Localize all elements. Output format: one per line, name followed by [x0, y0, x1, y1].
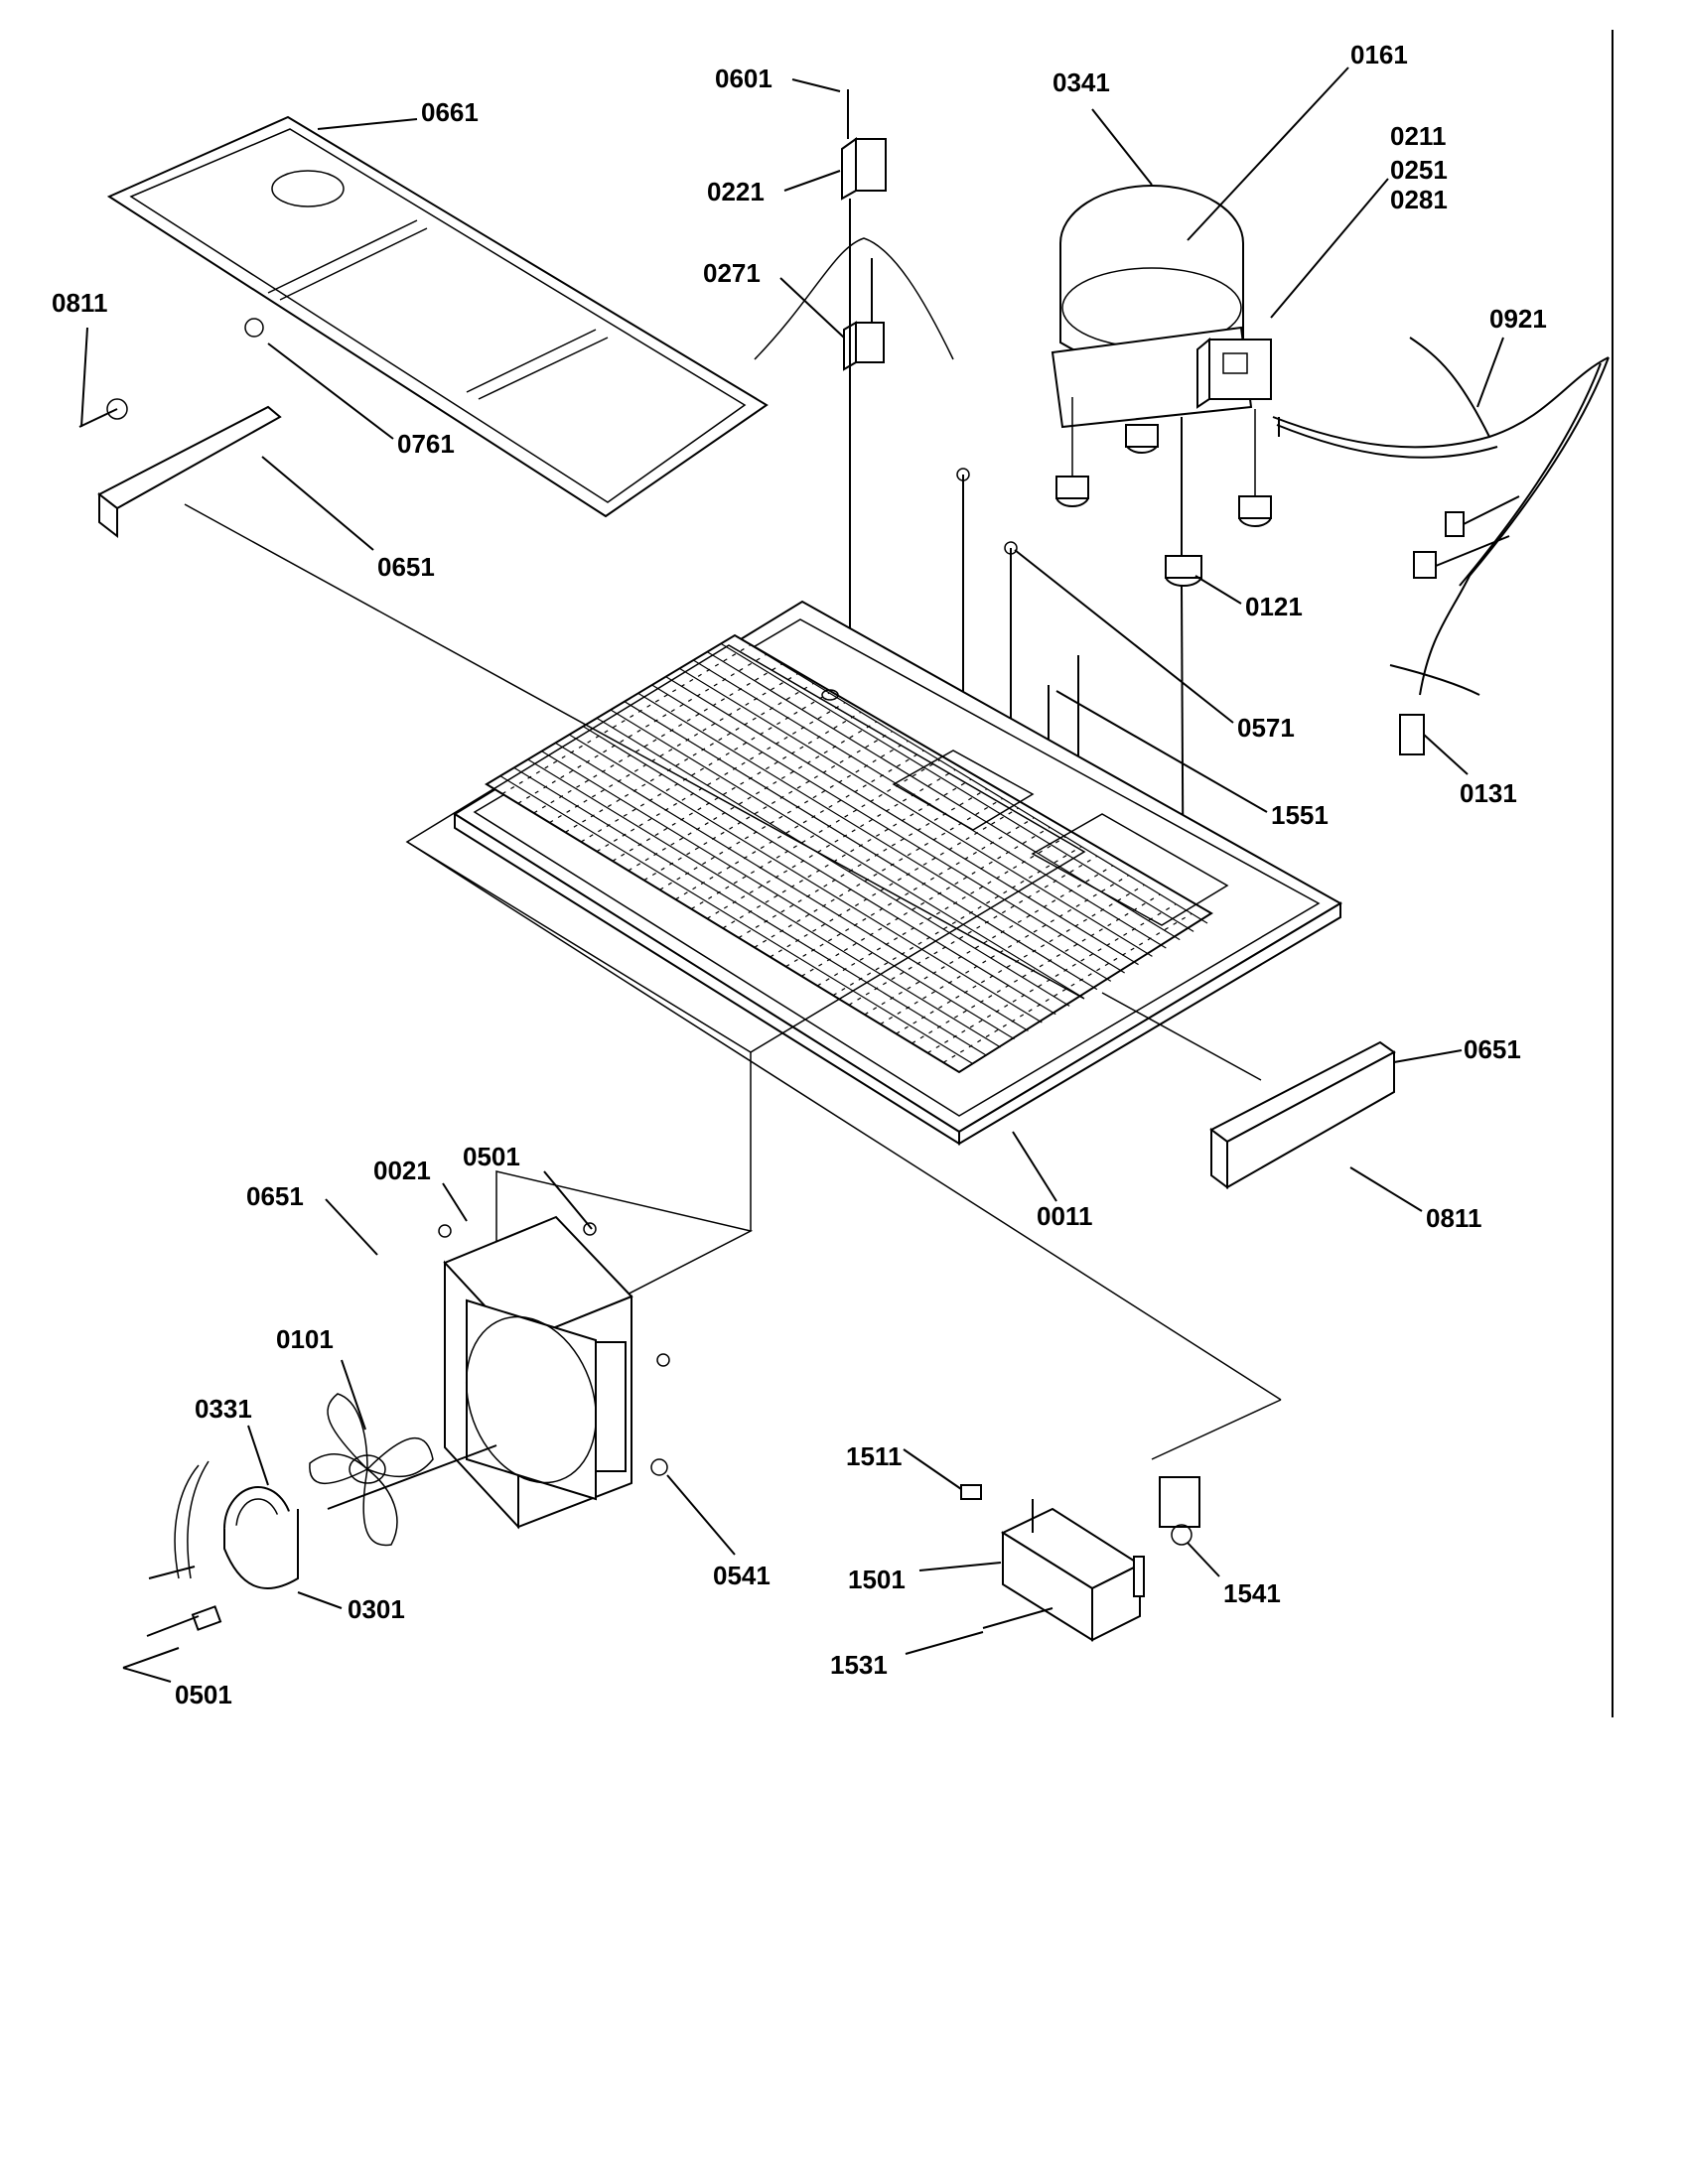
callout-0131: 0131: [1460, 778, 1517, 808]
coil-fin: [848, 855, 1098, 1006]
leader-lines: [80, 67, 1504, 1683]
coil-tube: [596, 717, 1070, 1007]
callout-0501-bottom: 0501: [175, 1680, 232, 1709]
condenser-coil: [486, 634, 1208, 1073]
coil-fin: [580, 692, 830, 843]
callout-1501: 1501: [848, 1565, 906, 1594]
callout-1551: 1551: [1271, 800, 1329, 830]
coil-fin: [912, 893, 1161, 1044]
callout-0651-right: 0651: [1464, 1034, 1521, 1064]
coil-tube: [679, 667, 1153, 957]
coil-fin: [675, 750, 924, 900]
coil-fin: [533, 663, 782, 814]
right-mounting-bracket: [1209, 1040, 1396, 1189]
callout-0921: 0921: [1489, 304, 1547, 334]
callout-0571: 0571: [1237, 713, 1295, 743]
coil-fin: [549, 673, 798, 824]
fan-motor: [122, 1460, 299, 1669]
callout-0221: 0221: [707, 177, 765, 206]
callout-0331: 0331: [195, 1394, 252, 1424]
callout-0811-left: 0811: [52, 288, 107, 318]
assembly-guide-lines: [184, 503, 1282, 1460]
callout-0651-left: 0651: [377, 552, 435, 582]
wiring-harness: [1272, 337, 1610, 755]
coil-fin: [722, 778, 972, 929]
coil-fin: [832, 846, 1082, 997]
fan-blade: [309, 1393, 497, 1547]
callout-0661: 0661: [421, 97, 479, 127]
coil-tube: [541, 751, 1015, 1040]
relay-assembly: [754, 89, 954, 764]
callout-0811-right: 0811: [1426, 1203, 1481, 1233]
coil-tube: [499, 775, 974, 1065]
callout-0121: 0121: [1245, 592, 1303, 621]
callout-1511: 1511: [846, 1441, 902, 1471]
callout-0101: 0101: [276, 1324, 334, 1354]
coil-fin: [801, 826, 1051, 977]
callout-1531: 1531: [830, 1650, 888, 1680]
callout-0761: 0761: [397, 429, 455, 459]
callout-0341: 0341: [1052, 68, 1110, 97]
coil-tube: [527, 758, 1001, 1048]
condenser-base-pan: [453, 600, 1342, 1146]
callout-0211: 0211: [1390, 121, 1446, 151]
coil-fin: [880, 875, 1129, 1025]
callout-0281: 0281: [1390, 185, 1448, 214]
coil-tube: [569, 734, 1043, 1024]
coil-fin: [690, 759, 940, 910]
coil-fin: [659, 740, 909, 890]
coil-fin: [628, 721, 878, 872]
fan-shroud: [438, 1215, 670, 1530]
coil-fin: [816, 836, 1066, 987]
coil-fin: [643, 731, 893, 882]
top-cover-plate: [106, 115, 769, 518]
coil-fin: [596, 702, 846, 853]
coil-tube: [637, 692, 1112, 982]
compressor: [1051, 185, 1272, 527]
callout-0301: 0301: [348, 1594, 405, 1624]
coil-fin: [565, 682, 814, 833]
callout-0651-fan: 0651: [246, 1181, 304, 1211]
callout-labels: 0601 0161 0341 0211 0251 0281 0661 0221 …: [52, 40, 1547, 1709]
coil-fin: [785, 817, 1035, 968]
coil-fin: [706, 768, 956, 919]
callout-0021: 0021: [373, 1156, 431, 1185]
coil-fin: [770, 807, 1019, 958]
callout-0601-top: 0601: [715, 64, 772, 93]
coil-tube: [610, 709, 1084, 999]
coil-fin: [517, 653, 768, 804]
coil-fin: [896, 884, 1145, 1034]
callout-0011: 0011: [1037, 1201, 1092, 1231]
coil-tube: [720, 642, 1194, 932]
coil-fin: [926, 903, 1177, 1054]
callout-0161: 0161: [1350, 40, 1408, 69]
coil-fin: [501, 644, 752, 795]
coil-fin: [864, 865, 1114, 1016]
callout-1541: 1541: [1223, 1578, 1281, 1608]
coil-tube: [651, 684, 1125, 974]
callout-0501-top: 0501: [463, 1142, 520, 1171]
callout-0271: 0271: [703, 258, 761, 288]
control-bracket: [960, 1476, 1200, 1642]
left-mounting-bracket: [78, 318, 282, 539]
callout-0251: 0251: [1390, 155, 1448, 185]
coil-fin: [942, 912, 1193, 1063]
callout-0541: 0541: [713, 1561, 771, 1590]
coil-fin: [612, 711, 862, 862]
